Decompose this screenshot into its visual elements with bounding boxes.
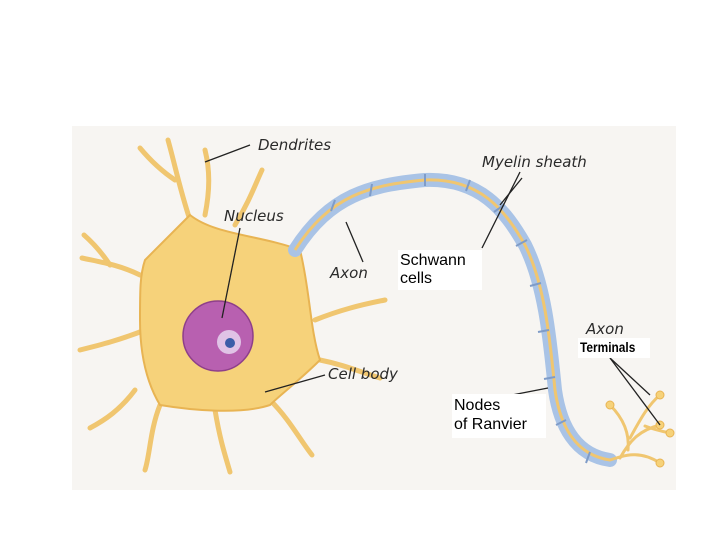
label-nucleus: Nucleus [224, 207, 284, 225]
label-terminals: Terminals [580, 339, 636, 355]
label-cell-body: Cell body [328, 365, 398, 383]
label-schwann: Schwann [400, 252, 466, 269]
nucleolus-core [225, 338, 235, 348]
label-nodes: Nodes [454, 397, 501, 414]
label-axon-terminals-top: Axon [586, 320, 624, 338]
leader-lines [204, 144, 661, 426]
label-dendrites: Dendrites [258, 136, 332, 154]
label-cells: cells [400, 270, 433, 287]
nucleus-shape [182, 300, 254, 372]
label-myelin-sheath: Myelin sheath [482, 153, 587, 171]
dendrites-group [77, 137, 388, 475]
terminals-label-box [578, 338, 650, 358]
nodes-of-ranvier-group [330, 174, 591, 464]
label-axon: Axon [330, 264, 368, 282]
axon-core-shape [293, 178, 611, 462]
nodes-label-box [452, 394, 546, 438]
schwann-label-box [398, 250, 482, 290]
label-of-ranvier: of Ranvier [454, 416, 527, 433]
terminal-buttons [605, 390, 675, 468]
